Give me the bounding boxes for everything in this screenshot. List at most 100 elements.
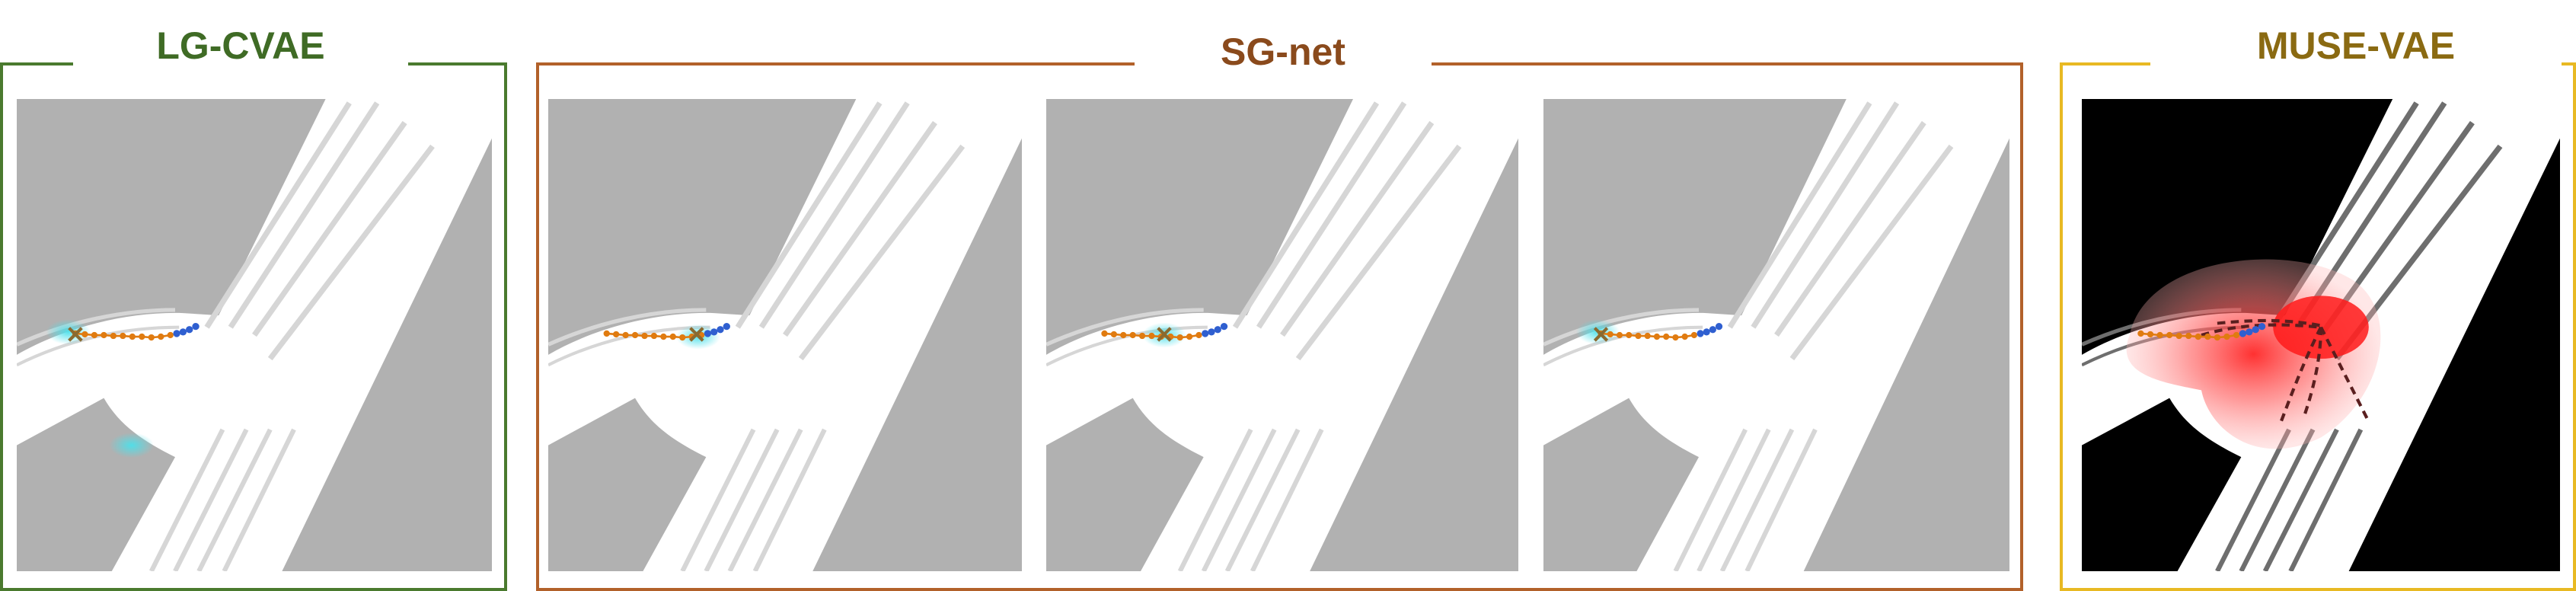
goal-cross-marker bbox=[1157, 327, 1172, 342]
sgnet-map-panel-2 bbox=[1046, 99, 1518, 571]
future-trajectory-point bbox=[2233, 331, 2240, 339]
curb-line bbox=[548, 308, 707, 347]
future-trajectory-point bbox=[1138, 332, 1146, 340]
future-trajectory-point bbox=[2185, 332, 2192, 340]
sgnet-map-panel-1 bbox=[548, 99, 1022, 571]
crosswalk-stripe bbox=[1673, 428, 1748, 571]
future-trajectory-point bbox=[101, 331, 107, 339]
future-trajectory-point bbox=[1672, 334, 1679, 341]
history-trajectory-point bbox=[1208, 328, 1215, 336]
history-trajectory-point bbox=[2258, 322, 2266, 331]
future-trajectory-point bbox=[1101, 330, 1108, 337]
history-trajectory-point bbox=[2239, 330, 2247, 337]
future-trajectory-point bbox=[1120, 331, 1127, 339]
history-trajectory-point bbox=[1703, 328, 1710, 336]
future-trajectory-point bbox=[120, 332, 126, 340]
future-trajectory-point bbox=[631, 331, 639, 339]
goal-cross-marker bbox=[1593, 327, 1609, 342]
predicted-trajectory bbox=[2217, 318, 2322, 327]
history-trajectory-point bbox=[710, 328, 718, 336]
future-trajectory-point bbox=[613, 331, 620, 338]
goal-estimate-glow bbox=[109, 433, 154, 458]
future-trajectory-point bbox=[1129, 331, 1136, 339]
lane-stripe bbox=[1232, 101, 1380, 329]
future-trajectory-point bbox=[148, 334, 155, 341]
crosswalk-stripe bbox=[2239, 428, 2316, 571]
lane-stripe bbox=[1256, 101, 1407, 329]
future-trajectory-point bbox=[679, 334, 686, 341]
crosswalk-stripe bbox=[222, 428, 296, 571]
future-trajectory-point bbox=[1607, 331, 1614, 338]
history-trajectory-point bbox=[1697, 330, 1704, 337]
history-trajectory-point bbox=[1715, 322, 1723, 331]
lane-stripe bbox=[1280, 120, 1435, 337]
crosswalk-stripe bbox=[1177, 428, 1253, 571]
future-trajectory-point bbox=[139, 333, 145, 340]
history-trajectory-point bbox=[173, 330, 180, 337]
lane-stripe bbox=[798, 144, 966, 361]
lane-stripe bbox=[783, 120, 937, 337]
crosswalk-stripe bbox=[196, 428, 273, 571]
future-trajectory-point bbox=[129, 333, 136, 340]
crosswalk-stripe bbox=[173, 428, 249, 571]
crosswalk-stripe bbox=[2215, 428, 2291, 571]
lane-stripe bbox=[1789, 144, 1954, 361]
crosswalk-stripe bbox=[704, 428, 780, 571]
crosswalk-stripe bbox=[1697, 428, 1771, 571]
lane-stripe bbox=[735, 101, 883, 329]
future-trajectory-point bbox=[2147, 331, 2154, 338]
history-trajectory-point bbox=[1709, 326, 1716, 334]
future-trajectory-point bbox=[1186, 333, 1193, 340]
future-trajectory-point bbox=[2166, 331, 2173, 339]
future-trajectory-point bbox=[1195, 331, 1202, 339]
lane-stripe bbox=[228, 101, 380, 329]
history-trajectory-point bbox=[1220, 322, 1228, 331]
musevae-heatmap-panel bbox=[2082, 99, 2560, 571]
future-trajectory-point bbox=[1616, 331, 1623, 339]
future-trajectory-point bbox=[2175, 332, 2182, 340]
history-trajectory-point bbox=[1214, 326, 1221, 334]
future-trajectory-point bbox=[1110, 331, 1117, 338]
lane-stripe bbox=[252, 120, 407, 337]
history-trajectory-point bbox=[2246, 328, 2253, 336]
history-trajectory-point bbox=[186, 326, 193, 334]
crosswalk-stripe bbox=[149, 428, 225, 571]
crosswalk-stripe bbox=[680, 428, 756, 571]
crosswalk-stripe bbox=[2262, 428, 2339, 571]
future-trajectory-point bbox=[603, 330, 610, 337]
future-trajectory-point bbox=[669, 333, 676, 340]
history-trajectory-point bbox=[192, 322, 200, 331]
lane-stripe bbox=[1774, 120, 1926, 337]
lane-stripe bbox=[1727, 101, 1872, 329]
future-trajectory-point bbox=[1176, 334, 1183, 341]
lane-stripe bbox=[204, 101, 352, 329]
history-trajectory-point bbox=[1202, 330, 1209, 337]
future-trajectory-point bbox=[1626, 331, 1633, 339]
future-trajectory-point bbox=[1653, 333, 1660, 340]
crosswalk-stripe bbox=[1719, 428, 1795, 571]
history-trajectory-point bbox=[2252, 326, 2259, 334]
crosswalk-stripe bbox=[1201, 428, 1277, 571]
future-trajectory-point bbox=[1644, 332, 1651, 340]
future-trajectory-point bbox=[2195, 333, 2201, 340]
sgnet-title: SG-net bbox=[1135, 29, 1432, 75]
predicted-trajectory bbox=[2319, 326, 2370, 423]
lane-stripe bbox=[1751, 101, 1900, 329]
crosswalk-stripe bbox=[1250, 428, 1324, 571]
future-trajectory-point bbox=[167, 331, 174, 339]
future-trajectory-point bbox=[660, 333, 667, 340]
future-trajectory-point bbox=[2156, 331, 2163, 339]
crosswalk-stripe bbox=[1744, 428, 1818, 571]
lane-stripe bbox=[267, 144, 435, 361]
future-trajectory-point bbox=[91, 331, 98, 339]
lgcvae-title: LG-CVAE bbox=[73, 23, 408, 69]
crosswalk-stripe bbox=[1224, 428, 1301, 571]
goal-cross-marker bbox=[689, 327, 704, 342]
curb-line bbox=[1046, 308, 1204, 347]
future-trajectory-point bbox=[81, 331, 88, 338]
future-trajectory-point bbox=[2214, 334, 2221, 341]
goal-cross-marker bbox=[68, 327, 83, 342]
future-trajectory-point bbox=[110, 332, 117, 340]
lane-stripe bbox=[758, 101, 910, 329]
future-trajectory-point bbox=[1148, 332, 1155, 340]
